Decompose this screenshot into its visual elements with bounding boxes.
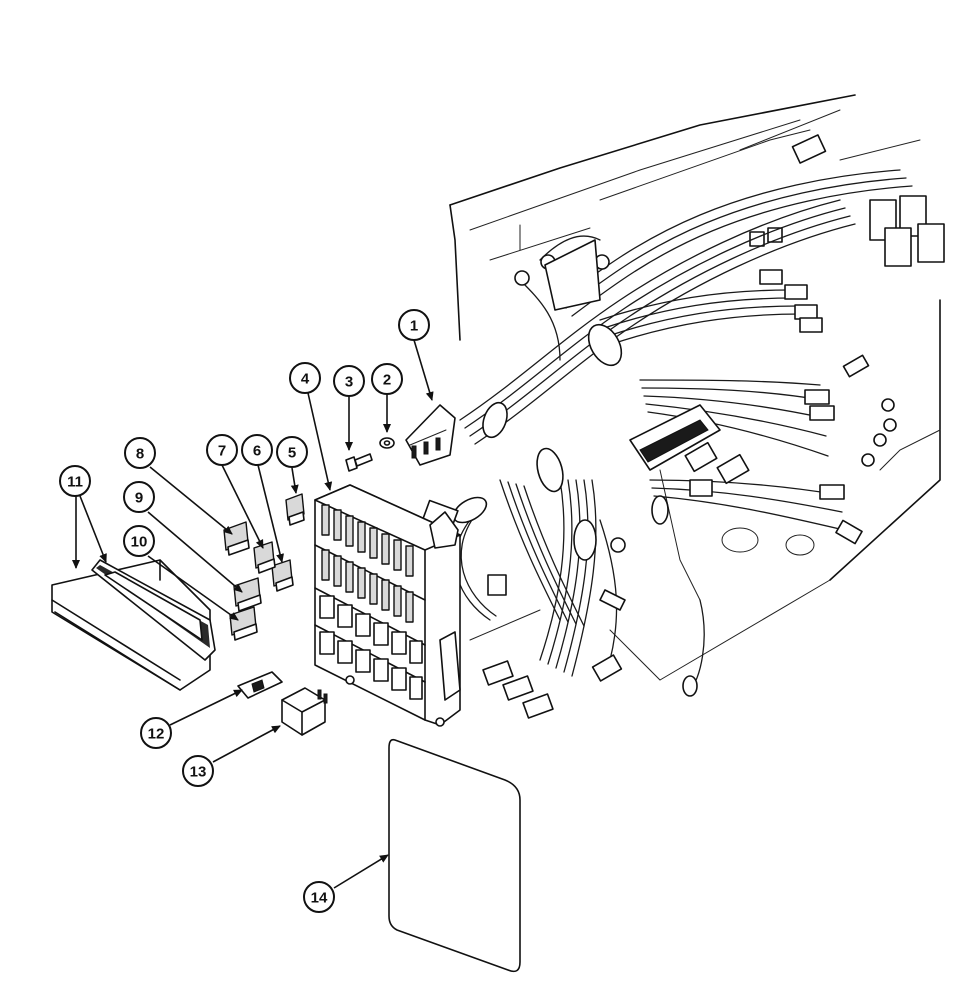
callout-5-label: 5 (288, 445, 296, 462)
part-fuse-10 (229, 606, 258, 641)
callout-9: 9 (123, 481, 155, 513)
callout-7-label: 7 (218, 443, 226, 460)
callout-13-label: 13 (190, 764, 207, 781)
fuse-row-lower (321, 549, 414, 623)
fuse-relay-panel (314, 484, 461, 727)
part-fuse-7 (253, 541, 276, 574)
callout-2-label: 2 (383, 372, 391, 389)
part-decal-sheet (388, 738, 521, 973)
callout-11-label: 11 (67, 474, 83, 491)
part-fuse-5 (285, 493, 305, 526)
callout-11: 11 (59, 465, 91, 497)
relay-row-upper (319, 595, 423, 664)
callout-8-label: 8 (136, 446, 144, 463)
callout-10-label: 10 (131, 534, 148, 551)
relay-row-lower (319, 631, 423, 700)
callout-14-label: 14 (311, 890, 328, 907)
callout-4-label: 4 (301, 371, 310, 388)
callout-12: 12 (140, 717, 172, 749)
callout-2: 2 (371, 363, 403, 395)
fuse-row-upper (321, 504, 414, 577)
part-washer (379, 437, 395, 449)
part-cover-with-seal (51, 559, 216, 691)
callout-6-label: 6 (253, 443, 261, 460)
callout-9-label: 9 (135, 490, 143, 507)
part-fuse-6 (271, 559, 294, 592)
wiring-harness (421, 134, 945, 719)
part-fuse-9 (233, 577, 262, 612)
callout-1: 1 (398, 309, 430, 341)
part-bracket (405, 404, 456, 466)
callout-14: 14 (303, 881, 335, 913)
callout-1-label: 1 (410, 318, 418, 335)
callout-10: 10 (123, 525, 155, 557)
callout-3: 3 (333, 365, 365, 397)
callout-7: 7 (206, 434, 238, 466)
part-fuse-8 (223, 521, 250, 556)
callout-13: 13 (182, 755, 214, 787)
callout-5: 5 (276, 436, 308, 468)
part-diode (237, 671, 283, 699)
part-relay (281, 687, 328, 736)
leader-lines (72, 339, 434, 889)
callout-3-label: 3 (345, 374, 353, 391)
part-bolt (345, 453, 373, 472)
callout-6: 6 (241, 434, 273, 466)
cab-panel (449, 94, 941, 681)
callout-4: 4 (289, 362, 321, 394)
callout-8: 8 (124, 437, 156, 469)
callout-12-label: 12 (148, 726, 165, 743)
